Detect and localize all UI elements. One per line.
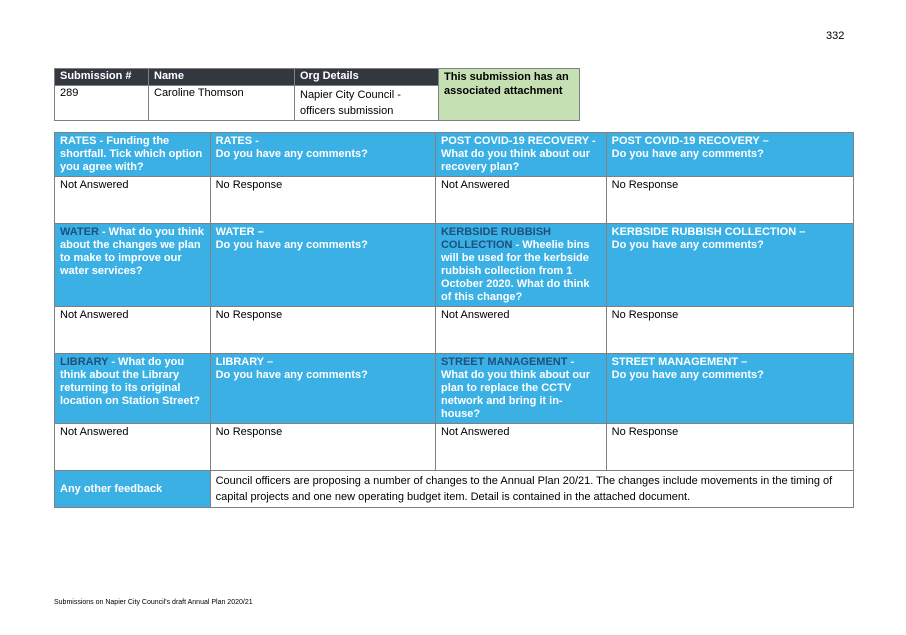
- question-text: Do you have any comments?: [215, 148, 368, 160]
- question-kerbside-comments: KERBSIDE RUBBISH COLLECTION –Do you have…: [605, 223, 855, 307]
- question-text: Do you have any comments?: [611, 239, 764, 251]
- answer-water-comments: No Response: [209, 306, 436, 354]
- question-kerbside: KERBSIDE RUBBISH COLLECTION - Wheelie bi…: [434, 223, 607, 307]
- question-covid-comments: POST COVID-19 RECOVERY –Do you have any …: [605, 132, 855, 177]
- org-details-line1: Napier City Council -: [300, 89, 401, 101]
- topic: POST COVID-19 RECOVERY –: [611, 135, 769, 147]
- submission-table: Submission # Name Org Details This submi…: [54, 68, 580, 121]
- answer-covid-comments: No Response: [605, 176, 855, 224]
- attachment-note: This submission has an associated attach…: [438, 68, 580, 121]
- topic: STREET MANAGEMENT: [440, 356, 568, 368]
- org-details: Napier City Council - officers submissio…: [294, 85, 439, 121]
- topic: KERBSIDE RUBBISH COLLECTION: [440, 226, 551, 251]
- question-text: Do you have any comments?: [611, 148, 764, 160]
- question-water: WATER - What do you think about the chan…: [54, 223, 211, 307]
- question-text: - Wheelie bins will be used for the kerb…: [440, 239, 590, 303]
- answer-covid-recovery: Not Answered: [434, 176, 607, 224]
- question-library-comments: LIBRARY –Do you have any comments?: [209, 353, 436, 424]
- question-covid-recovery: POST COVID-19 RECOVERY -What do you thin…: [434, 132, 607, 177]
- question-water-comments: WATER –Do you have any comments?: [209, 223, 436, 307]
- topic: POST COVID-19 RECOVERY -: [440, 135, 596, 147]
- answer-water: Not Answered: [54, 306, 211, 354]
- answer-rates-comments: No Response: [209, 176, 436, 224]
- question-rates-comments: RATES -Do you have any comments?: [209, 132, 436, 177]
- topic: STREET MANAGEMENT –: [611, 356, 748, 368]
- question-text: Do you have any comments?: [611, 369, 764, 381]
- other-feedback-text: Council officers are proposing a number …: [209, 470, 855, 508]
- topic: LIBRARY –: [215, 356, 274, 368]
- question-street-management: STREET MANAGEMENT - What do you think ab…: [434, 353, 607, 424]
- other-feedback-label: Any other feedback: [54, 470, 211, 508]
- header-org-details: Org Details: [294, 68, 439, 86]
- topic: KERBSIDE RUBBISH COLLECTION –: [611, 226, 806, 238]
- question-rates-funding: RATES - Funding the shortfall. Tick whic…: [54, 132, 211, 177]
- question-text: - What do you think about the Library re…: [60, 356, 200, 407]
- submitter-name: Caroline Thomson: [148, 85, 295, 121]
- question-text: What do you think about our recovery pla…: [440, 148, 591, 173]
- question-text: Do you have any comments?: [215, 239, 368, 251]
- question-library: LIBRARY - What do you think about the Li…: [54, 353, 211, 424]
- questions-table: RATES - Funding the shortfall. Tick whic…: [54, 132, 855, 508]
- page-footer: Submissions on Napier City Council's dra…: [54, 599, 253, 606]
- answer-street-management: Not Answered: [434, 423, 607, 471]
- topic: WATER: [60, 226, 99, 238]
- topic: RATES -: [215, 135, 259, 147]
- header-name: Name: [148, 68, 295, 86]
- topic: LIBRARY: [60, 356, 109, 368]
- answer-street-management-comments: No Response: [605, 423, 855, 471]
- page-number: 332: [826, 30, 845, 42]
- question-text: Do you have any comments?: [215, 369, 368, 381]
- answer-kerbside: Not Answered: [434, 306, 607, 354]
- header-submission-number: Submission #: [54, 68, 149, 86]
- answer-library: Not Answered: [54, 423, 211, 471]
- answer-kerbside-comments: No Response: [605, 306, 855, 354]
- question-text: - Funding the shortfall. Tick which opti…: [60, 135, 203, 173]
- question-text: - What do you think about the changes we…: [60, 226, 205, 277]
- topic: RATES: [60, 135, 97, 147]
- question-text: - What do you think about our plan to re…: [440, 356, 591, 420]
- question-street-management-comments: STREET MANAGEMENT –Do you have any comme…: [605, 353, 855, 424]
- answer-library-comments: No Response: [209, 423, 436, 471]
- topic: WATER –: [215, 226, 264, 238]
- org-details-line2: officers submission: [300, 105, 394, 117]
- submission-number: 289: [54, 85, 149, 121]
- answer-rates-funding: Not Answered: [54, 176, 211, 224]
